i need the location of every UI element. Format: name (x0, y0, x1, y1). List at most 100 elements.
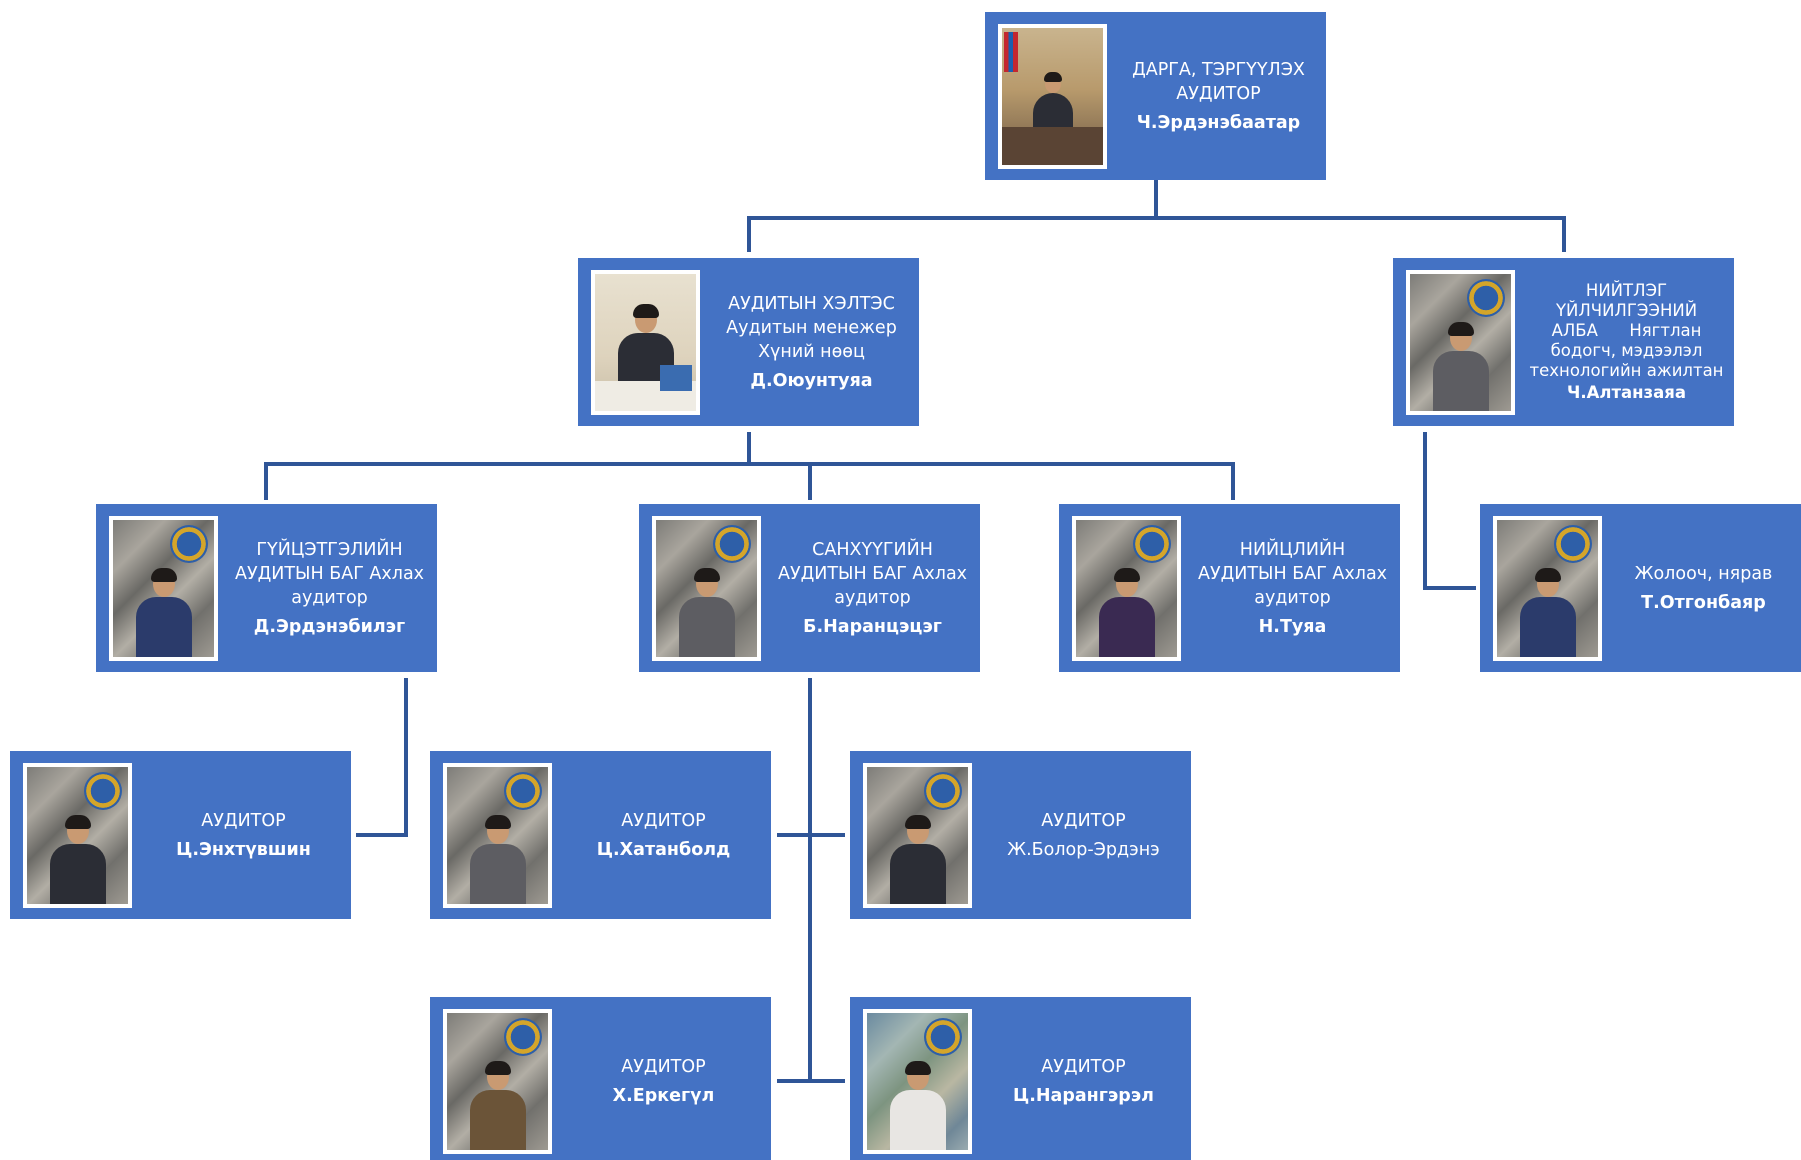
auditor-enkhtuvshin-text: АУДИТОР Ц.Энхтүвшин (138, 751, 349, 919)
emblem-icon (170, 525, 208, 563)
org-node-driver[interactable]: Жолооч, нярав Т.Отгонбаяр (1480, 504, 1801, 672)
org-node-auditor-khatanbold[interactable]: АУДИТОР Ц.Хатанболд (430, 751, 771, 919)
driver-text: Жолооч, нярав Т.Отгонбаяр (1608, 504, 1799, 672)
org-node-head[interactable]: ДАРГА, ТЭРГҮҮЛЭХ АУДИТОР Ч.Эрдэнэбаатар (985, 12, 1326, 180)
org-node-general-services[interactable]: НИЙТЛЭГ ҮЙЛЧИЛГЭЭНИЙ АЛБА Нягтлан бодогч… (1393, 258, 1734, 426)
person-figure (1429, 322, 1493, 411)
auditor-khatanbold-title: АУДИТОР (621, 810, 706, 831)
connector-head-to-level2 (747, 180, 1566, 252)
person-figure (1031, 72, 1075, 135)
audit-department-photo (591, 270, 700, 415)
general-services-title-line-4: бодогч, мэдээлэл (1550, 341, 1703, 360)
auditor-narangerel-text: АУДИТОР Ц.Нарангэрэл (978, 997, 1189, 1160)
auditor-bolor-erdene-title: АУДИТОР (1041, 810, 1126, 831)
emblem-icon (504, 1018, 542, 1056)
org-node-auditor-erkegul[interactable]: АУДИТОР Х.Еркегүл (430, 997, 771, 1160)
auditor-bolor-erdene-text: АУДИТОР Ж.Болор-Эрдэнэ (978, 751, 1189, 919)
compliance-team-name: Н.Туяа (1258, 616, 1327, 637)
connector-financial-to-auditors (777, 678, 845, 1083)
person-figure (466, 815, 530, 904)
compliance-team-title-line-3: аудитор (1254, 587, 1331, 608)
org-node-compliance-team[interactable]: НИЙЦЛИЙН АУДИТЫН БАГ Ахлах аудитор Н.Туя… (1059, 504, 1400, 672)
general-services-photo (1406, 270, 1515, 415)
general-services-title-line-3: АЛБА Нягтлан (1551, 321, 1702, 340)
emblem-icon (924, 772, 962, 810)
head-name: Ч.Эрдэнэбаатар (1136, 112, 1301, 133)
compliance-team-photo (1072, 516, 1181, 661)
financial-team-name: Б.Наранцэцэг (803, 616, 942, 637)
connector-performance-to-auditor (356, 678, 408, 837)
head-text: ДАРГА, ТЭРГҮҮЛЭХ АУДИТОР Ч.Эрдэнэбаатар (1113, 12, 1324, 180)
emblem-icon (504, 772, 542, 810)
auditor-bolor-erdene-name: Ж.Болор-Эрдэнэ (1007, 839, 1160, 860)
driver-name: Т.Отгонбаяр (1641, 592, 1766, 613)
auditor-bolor-erdene-photo (863, 763, 972, 908)
org-node-auditor-bolor-erdene[interactable]: АУДИТОР Ж.Болор-Эрдэнэ (850, 751, 1191, 919)
performance-team-title-line-3: аудитор (291, 587, 368, 608)
general-services-title-line-5: технологийн ажилтан (1529, 361, 1724, 380)
head-title-line-1: ДАРГА, ТЭРГҮҮЛЭХ (1132, 59, 1305, 80)
financial-team-title-line-2: АУДИТЫН БАГ Ахлах (777, 563, 968, 584)
person-figure (466, 1061, 530, 1150)
general-services-text: НИЙТЛЭГ ҮЙЛЧИЛГЭЭНИЙ АЛБА Нягтлан бодогч… (1521, 258, 1732, 426)
financial-team-photo (652, 516, 761, 661)
audit-department-name: Д.Оюунтуяа (750, 370, 873, 391)
audit-department-title-line-2: Аудитын менежер (726, 317, 897, 338)
financial-team-title-line-1: САНХҮҮГИЙН (812, 539, 933, 560)
audit-department-text: АУДИТЫН ХЭЛТЭС Аудитын менежер Хүний нөө… (706, 258, 917, 426)
person-figure (1516, 568, 1580, 657)
org-node-audit-department[interactable]: АУДИТЫН ХЭЛТЭС Аудитын менежер Хүний нөө… (578, 258, 919, 426)
emblem-icon (713, 525, 751, 563)
auditor-narangerel-photo (863, 1009, 972, 1154)
org-node-auditor-enkhtuvshin[interactable]: АУДИТОР Ц.Энхтүвшин (10, 751, 351, 919)
org-node-performance-team[interactable]: ГҮЙЦЭТГЭЛИЙН АУДИТЫН БАГ Ахлах аудитор Д… (96, 504, 437, 672)
performance-team-photo (109, 516, 218, 661)
general-services-name: Ч.Алтанзаяа (1566, 383, 1686, 402)
person-figure (886, 815, 950, 904)
emblem-icon (1467, 279, 1505, 317)
person-figure (132, 568, 196, 657)
performance-team-title-line-2: АУДИТЫН БАГ Ахлах (234, 563, 425, 584)
emblem-icon (1554, 525, 1592, 563)
auditor-narangerel-name: Ц.Нарангэрэл (1013, 1085, 1154, 1106)
connector-audit-dept-to-teams (264, 432, 1235, 500)
emblem-icon (1133, 525, 1171, 563)
auditor-erkegul-text: АУДИТОР Х.Еркегүл (558, 997, 769, 1160)
audit-department-title-line-1: АУДИТЫН ХЭЛТЭС (728, 293, 895, 314)
auditor-khatanbold-name: Ц.Хатанболд (596, 839, 731, 860)
org-node-auditor-narangerel[interactable]: АУДИТОР Ц.Нарангэрэл (850, 997, 1191, 1160)
person-figure (675, 568, 739, 657)
emblem-icon (924, 1018, 962, 1056)
auditor-erkegul-photo (443, 1009, 552, 1154)
performance-team-title-line-1: ГҮЙЦЭТГЭЛИЙН (256, 539, 403, 560)
auditor-enkhtuvshin-name: Ц.Энхтүвшин (176, 839, 311, 860)
compliance-team-title-line-1: НИЙЦЛИЙН (1239, 539, 1346, 560)
financial-team-text: САНХҮҮГИЙН АУДИТЫН БАГ Ахлах аудитор Б.Н… (767, 504, 978, 672)
person-figure (46, 815, 110, 904)
auditor-enkhtuvshin-title: АУДИТОР (201, 810, 286, 831)
person-figure (1095, 568, 1159, 657)
head-title-line-2: АУДИТОР (1176, 83, 1261, 104)
driver-photo (1493, 516, 1602, 661)
person-figure (886, 1061, 950, 1150)
auditor-khatanbold-text: АУДИТОР Ц.Хатанболд (558, 751, 769, 919)
org-node-financial-team[interactable]: САНХҮҮГИЙН АУДИТЫН БАГ Ахлах аудитор Б.Н… (639, 504, 980, 672)
general-services-title-line-1: НИЙТЛЭГ (1585, 281, 1668, 300)
head-photo (998, 24, 1107, 169)
financial-team-title-line-3: аудитор (834, 587, 911, 608)
performance-team-text: ГҮЙЦЭТГЭЛИЙН АУДИТЫН БАГ Ахлах аудитор Д… (224, 504, 435, 672)
connector-services-to-driver (1423, 432, 1476, 590)
flag-icon (1004, 32, 1018, 72)
driver-title-line-1: Жолооч, нярав (1634, 563, 1773, 584)
emblem-icon (84, 772, 122, 810)
auditor-enkhtuvshin-photo (23, 763, 132, 908)
performance-team-name: Д.Эрдэнэбилэг (253, 616, 406, 637)
compliance-team-title-line-2: АУДИТЫН БАГ Ахлах (1197, 563, 1388, 584)
auditor-khatanbold-photo (443, 763, 552, 908)
general-services-title-line-2: ҮЙЛЧИЛГЭЭНИЙ (1555, 301, 1698, 320)
audit-department-title-line-3: Хүний нөөц (758, 341, 865, 362)
compliance-team-text: НИЙЦЛИЙН АУДИТЫН БАГ Ахлах аудитор Н.Туя… (1187, 504, 1398, 672)
auditor-narangerel-title: АУДИТОР (1041, 1056, 1126, 1077)
